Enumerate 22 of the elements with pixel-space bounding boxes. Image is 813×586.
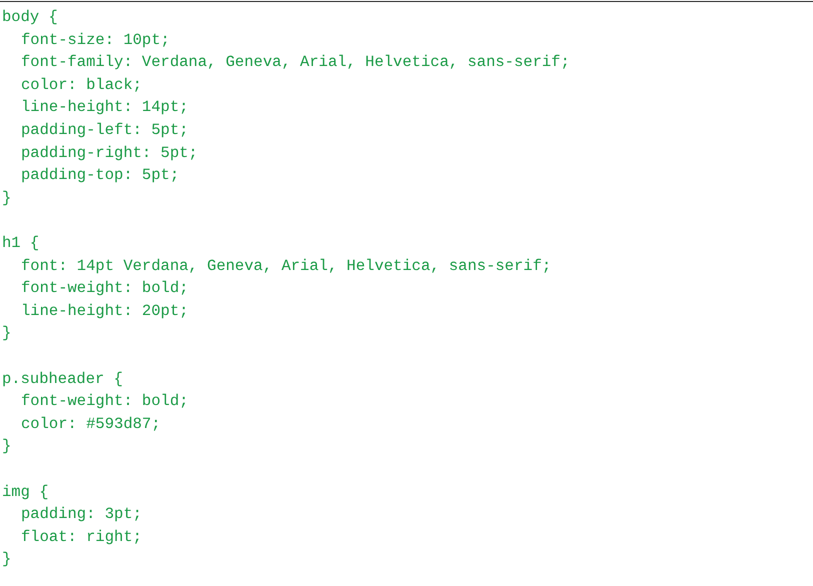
code-line: color: black; — [21, 74, 142, 95]
code-line: h1 { — [2, 233, 40, 253]
code-line: padding-right: 5pt; — [21, 142, 198, 163]
code-line: line-height: 20pt; — [21, 300, 188, 321]
code-line: } — [2, 323, 12, 344]
code-line: color: #593d87; — [21, 414, 161, 434]
code-line: padding-left: 5pt; — [21, 120, 188, 140]
code-line: } — [2, 188, 12, 208]
code-line: img { — [2, 482, 49, 502]
code-line: font-weight: bold; — [21, 278, 188, 298]
code-line: font-family: Verdana, Geneva, Arial, Helvetica, sans-serif; — [21, 52, 570, 72]
code-line: float: right; — [21, 526, 142, 547]
code-line: padding-top: 5pt; — [21, 165, 180, 186]
code-line: p.subheader { — [2, 368, 123, 389]
code-line: } — [2, 549, 12, 570]
code-line: padding: 3pt; — [21, 504, 142, 524]
code-line: font-weight: bold; — [21, 391, 188, 412]
code-line: body { — [2, 7, 58, 27]
code-line: line-height: 14pt; — [21, 97, 188, 118]
code-line: } — [2, 436, 12, 456]
code-line: font: 14pt Verdana, Geneva, Arial, Helvetica, sans-serif; — [21, 256, 552, 276]
code-line: font-size: 10pt; — [21, 30, 170, 50]
